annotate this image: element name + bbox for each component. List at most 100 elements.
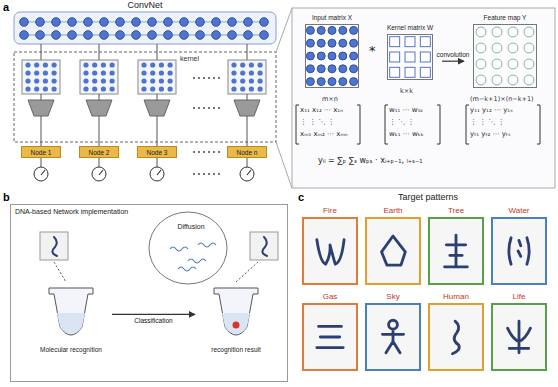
gauge-needle — [41, 170, 45, 175]
glyph-stroke — [452, 321, 459, 354]
input-neuron — [84, 31, 93, 40]
kernel-weight — [390, 68, 400, 78]
ellipsis-dot — [193, 151, 195, 153]
input-cell — [306, 27, 314, 35]
input-cell — [306, 65, 314, 73]
input-neuron — [164, 31, 173, 40]
kernel-cell — [150, 86, 155, 91]
kernel-cell — [34, 78, 39, 83]
matrix-title: Input matrix X — [297, 14, 367, 21]
edge-label: convolution — [436, 51, 471, 58]
input-neuron — [148, 31, 157, 40]
tube-liquid — [222, 313, 250, 334]
wire — [157, 116, 158, 146]
kernel-cell — [231, 70, 236, 75]
wire — [247, 94, 248, 100]
kernel-cell — [52, 78, 57, 83]
math-label: wₖ₁ ⋯ wₖₖ — [389, 131, 424, 139]
kernel-cell — [43, 62, 48, 67]
wire — [247, 116, 248, 146]
math-label: yₜ₁ yₜ₂ ⋯ yₜₛ — [470, 131, 511, 139]
input-cell — [350, 52, 358, 60]
pattern-box: Tree — [424, 206, 488, 290]
wire — [99, 116, 100, 146]
math-label: y₁₁ y₁₂ ⋯ y₁ₛ — [470, 107, 513, 115]
ellipsis-dot — [218, 151, 220, 153]
wire — [41, 158, 42, 167]
tube-body — [49, 288, 93, 335]
matrix-title: Feature map Y — [465, 14, 545, 21]
kernel-grid — [228, 60, 266, 94]
kernel-cell — [240, 78, 245, 83]
kernel-cell — [92, 78, 97, 83]
readout-node: Node 3 — [137, 146, 177, 158]
input-neuron — [228, 31, 237, 40]
matrix-bracket — [296, 105, 299, 144]
pattern-frame — [428, 217, 484, 285]
gauge-needle — [99, 170, 103, 175]
gauge-needle — [247, 170, 251, 175]
flow-arrow — [112, 314, 195, 315]
dna-strand — [170, 247, 188, 251]
input-neuron — [196, 18, 205, 27]
input-cell — [339, 52, 347, 60]
ellipsis-dot — [203, 107, 205, 109]
math-label: * — [369, 44, 376, 58]
kernel-cell — [168, 78, 173, 83]
feature-cell — [508, 43, 518, 53]
pattern-frame — [365, 303, 421, 371]
input-neuron — [20, 18, 29, 27]
input-cell — [306, 78, 314, 86]
ellipsis-dot — [193, 173, 195, 175]
kernel-cell — [159, 86, 164, 91]
glyph-stroke — [382, 320, 403, 353]
feature-cell — [524, 75, 534, 85]
convnet-illustration — [14, 8, 555, 188]
readout-arrow — [236, 262, 258, 282]
wire — [99, 44, 100, 60]
circle-outline — [149, 212, 227, 284]
kernel-cell — [110, 86, 115, 91]
input-cell — [350, 27, 358, 35]
input-neuron — [180, 31, 189, 40]
kernel-cell — [43, 70, 48, 75]
input-neuron — [212, 18, 221, 27]
sample-tube: Molecular recognition — [31, 285, 111, 380]
input-cell — [339, 65, 347, 73]
input-neuron — [196, 31, 205, 40]
kernel-cell — [101, 78, 106, 83]
region-heading: Target patterns — [297, 192, 558, 202]
panel-title: ConvNet — [127, 1, 162, 11]
kernel-cell — [141, 78, 146, 83]
kernel-grid — [22, 60, 60, 94]
kernel-cell — [92, 86, 97, 91]
feature-cell — [476, 75, 486, 85]
ellipsis-dot — [213, 173, 215, 175]
tube-body — [214, 288, 258, 335]
math-label: kernel — [180, 55, 199, 63]
pattern-frame — [302, 217, 358, 285]
input-matrix: Input matrix X — [297, 14, 367, 94]
kernel-cell — [101, 70, 106, 75]
matrix-bracket — [385, 105, 388, 144]
kernel-cell — [159, 70, 164, 75]
kernel-cell — [168, 62, 173, 67]
feature-map: Feature map Y — [465, 14, 545, 94]
diffusion-outline — [148, 211, 228, 285]
zoom-line — [276, 142, 292, 188]
node-label: Node 3 — [138, 149, 176, 156]
pattern-box: Fire — [298, 206, 362, 290]
kernel-weight — [420, 68, 430, 78]
wire — [247, 158, 248, 167]
kernel-cell — [231, 86, 236, 91]
feature-cell — [524, 27, 534, 37]
input-neuron — [164, 18, 173, 27]
math-label: k×k — [400, 88, 413, 95]
pattern-glyph — [434, 223, 478, 279]
input-cell — [317, 27, 325, 35]
kernel-cell — [249, 78, 254, 83]
wire — [99, 94, 100, 100]
math-label: ⋮ ⋮ ⋱ ⋮ — [300, 119, 335, 127]
ellipsis-dot — [198, 151, 200, 153]
input-neuron — [52, 18, 61, 27]
